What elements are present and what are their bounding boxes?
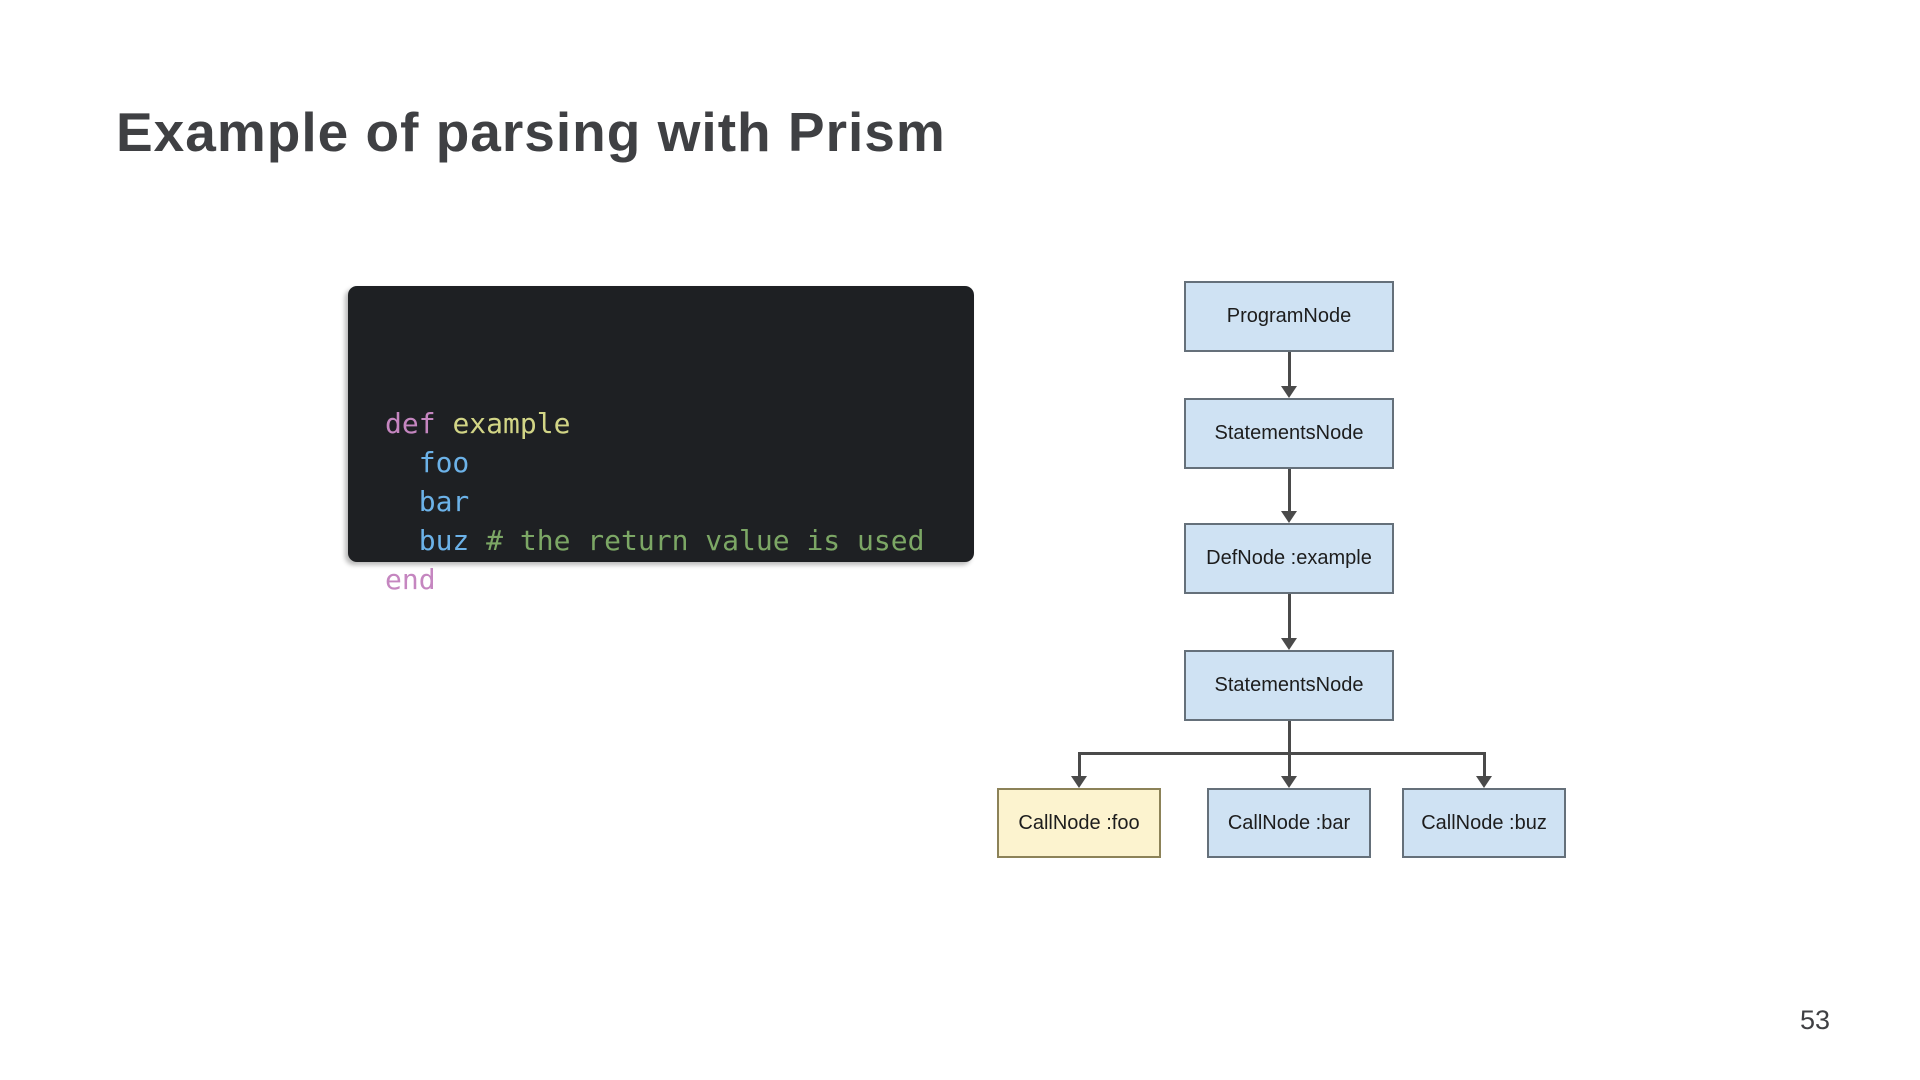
tree-connector: [1077, 751, 1486, 755]
code-block: def example foo bar buz # the return val…: [348, 286, 974, 596]
tree-connector: [1482, 751, 1486, 778]
code-line: def example: [385, 404, 950, 443]
code-token-call: bar: [385, 485, 470, 518]
tree-node-statementsnode: StatementsNode: [1184, 398, 1394, 469]
code-token-keyword: def: [385, 407, 453, 440]
code-line: buz # the return value is used: [385, 521, 950, 560]
tree-connector: [1287, 469, 1291, 513]
slide-title: Example of parsing with Prism: [116, 101, 946, 163]
tree-node-callnode-bar: CallNode :bar: [1207, 788, 1371, 858]
tree-arrowhead: [1281, 386, 1297, 398]
tree-node-defnode-example: DefNode :example: [1184, 523, 1394, 594]
tree-node-statementsnode: StatementsNode: [1184, 650, 1394, 721]
tree-node-callnode-foo: CallNode :foo: [997, 788, 1161, 858]
code-line: bar: [385, 482, 950, 521]
tree-arrowhead: [1281, 638, 1297, 650]
tree-connector: [1287, 594, 1291, 640]
tree-arrowhead: [1071, 776, 1087, 788]
code-token-comment: # the return value is used: [486, 524, 925, 557]
tree-connector: [1287, 352, 1291, 388]
code-token-call: foo: [385, 446, 470, 479]
tree-node-programnode: ProgramNode: [1184, 281, 1394, 352]
tree-connector: [1287, 751, 1291, 778]
code-token-method: example: [452, 407, 571, 440]
code-line: end: [385, 560, 950, 599]
tree-connector: [1287, 721, 1291, 753]
code-token-keyword: end: [385, 563, 436, 596]
tree-arrowhead: [1281, 511, 1297, 523]
tree-arrowhead: [1281, 776, 1297, 788]
page-number: 53: [1799, 1005, 1830, 1035]
code-token-call: buz: [385, 524, 487, 557]
tree-node-callnode-buz: CallNode :buz: [1402, 788, 1566, 858]
code-content: def example foo bar buz # the return val…: [385, 404, 950, 596]
code-line: foo: [385, 443, 950, 482]
tree-connector: [1077, 751, 1081, 778]
tree-arrowhead: [1476, 776, 1492, 788]
